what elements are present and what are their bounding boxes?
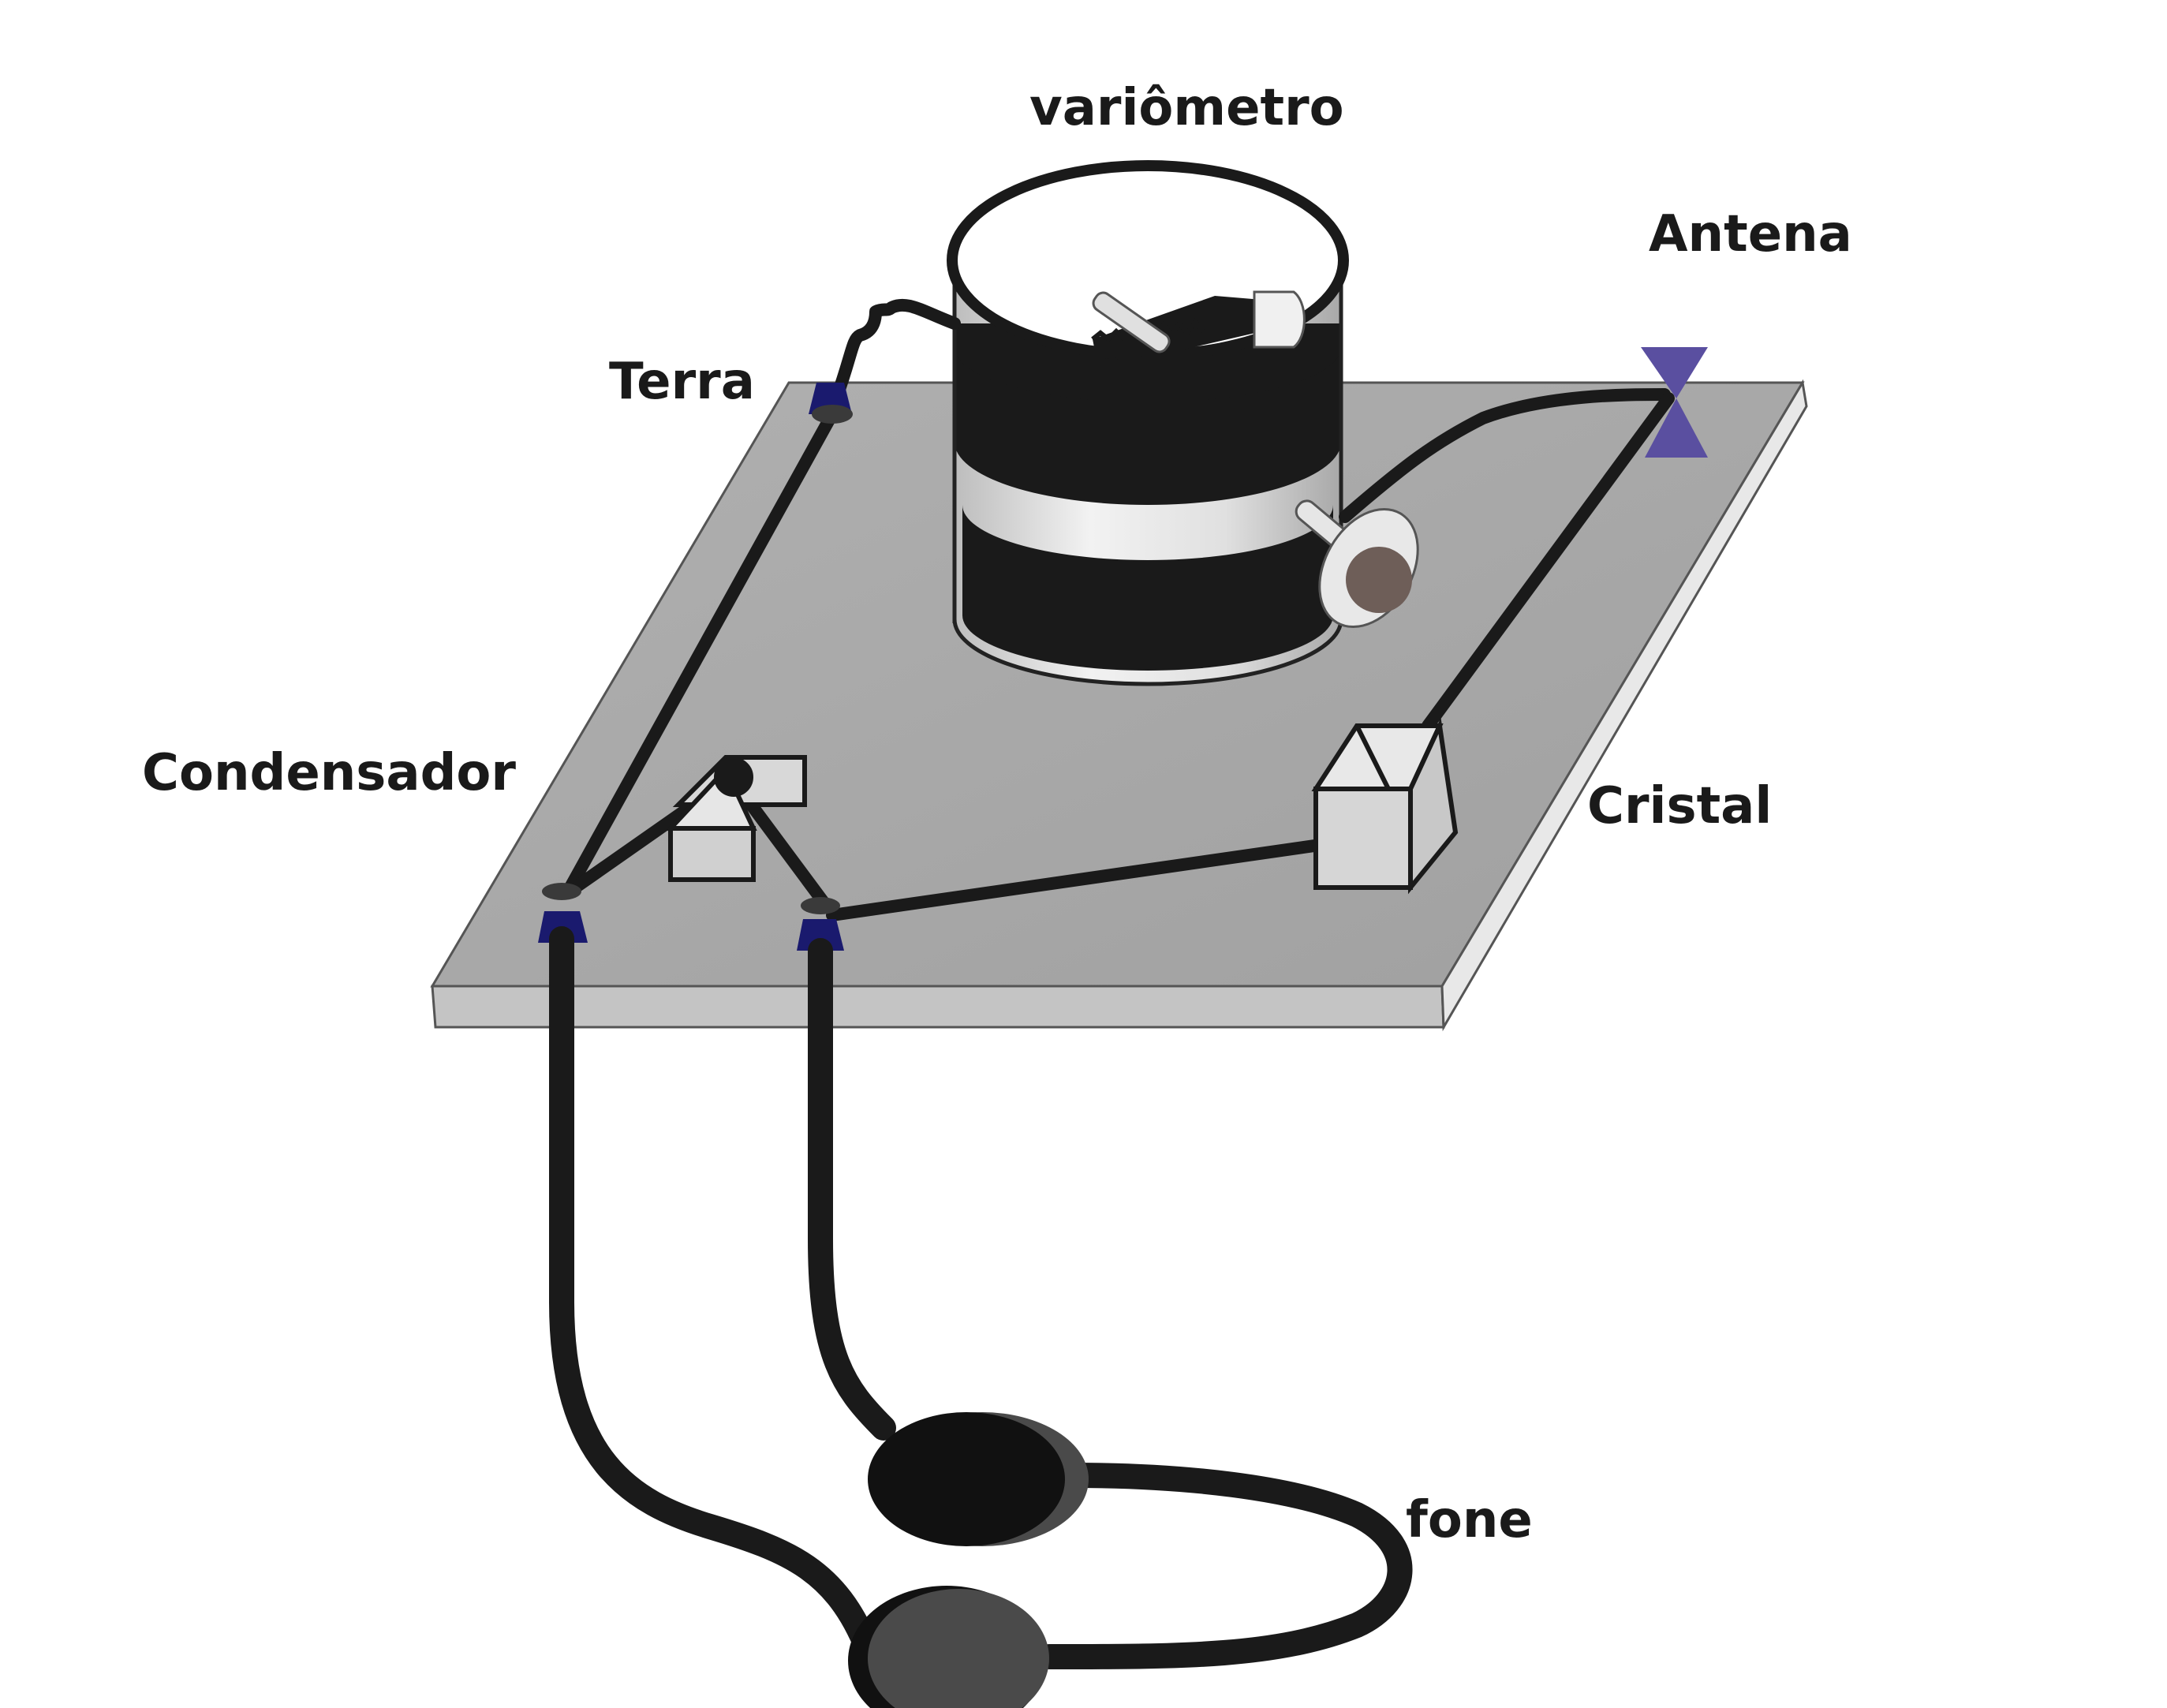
headphone-cable bbox=[549, 926, 1413, 1669]
condenser bbox=[665, 755, 807, 882]
crystal-detector bbox=[1311, 717, 1459, 895]
wire-antena-to-cristal bbox=[1422, 392, 1675, 732]
cable-left bbox=[549, 926, 880, 1661]
variometer-knob bbox=[1346, 547, 1412, 613]
terminal-terra bbox=[809, 383, 853, 424]
variometer-inner-shaft bbox=[1092, 291, 1171, 353]
cable-right bbox=[808, 938, 896, 1441]
wire-cristal-to-terminal bbox=[826, 838, 1332, 921]
condensador-label: Condensador bbox=[142, 744, 516, 802]
board-side-edge bbox=[1440, 379, 1808, 1032]
terra-label: Terra bbox=[609, 353, 755, 411]
crystal-inner-edge bbox=[1354, 724, 1391, 790]
earpiece-lower bbox=[868, 1589, 1049, 1708]
wire-terra-to-condensador bbox=[562, 408, 839, 898]
variometer-bottom-rim bbox=[952, 619, 1343, 686]
headphones bbox=[848, 1412, 1089, 1708]
board-front-edge bbox=[431, 985, 1445, 1029]
condenser-coil-knot bbox=[714, 757, 753, 797]
terminal-condensador-right bbox=[797, 897, 844, 951]
cable-headband bbox=[1037, 1463, 1413, 1669]
variometro-label: variômetro bbox=[1029, 79, 1344, 137]
earpiece-upper bbox=[868, 1412, 1065, 1546]
variometer-coil-band-lower bbox=[962, 505, 1333, 671]
crystal-box-side bbox=[1408, 717, 1459, 895]
condenser-box bbox=[668, 826, 756, 882]
fone-label: fone bbox=[1406, 1491, 1533, 1549]
variometer-coil-band-upper bbox=[955, 331, 1341, 505]
wire-terra-to-variometer bbox=[830, 298, 961, 405]
antena-label: Antena bbox=[1649, 205, 1852, 263]
variometer bbox=[947, 160, 1419, 686]
terminal-antena bbox=[1641, 347, 1708, 458]
cristal-label: Cristal bbox=[1587, 777, 1773, 835]
variometer-inner-drum bbox=[1253, 290, 1306, 349]
crystal-box-front bbox=[1313, 787, 1413, 890]
wire-variometer-to-antena bbox=[1339, 388, 1671, 523]
